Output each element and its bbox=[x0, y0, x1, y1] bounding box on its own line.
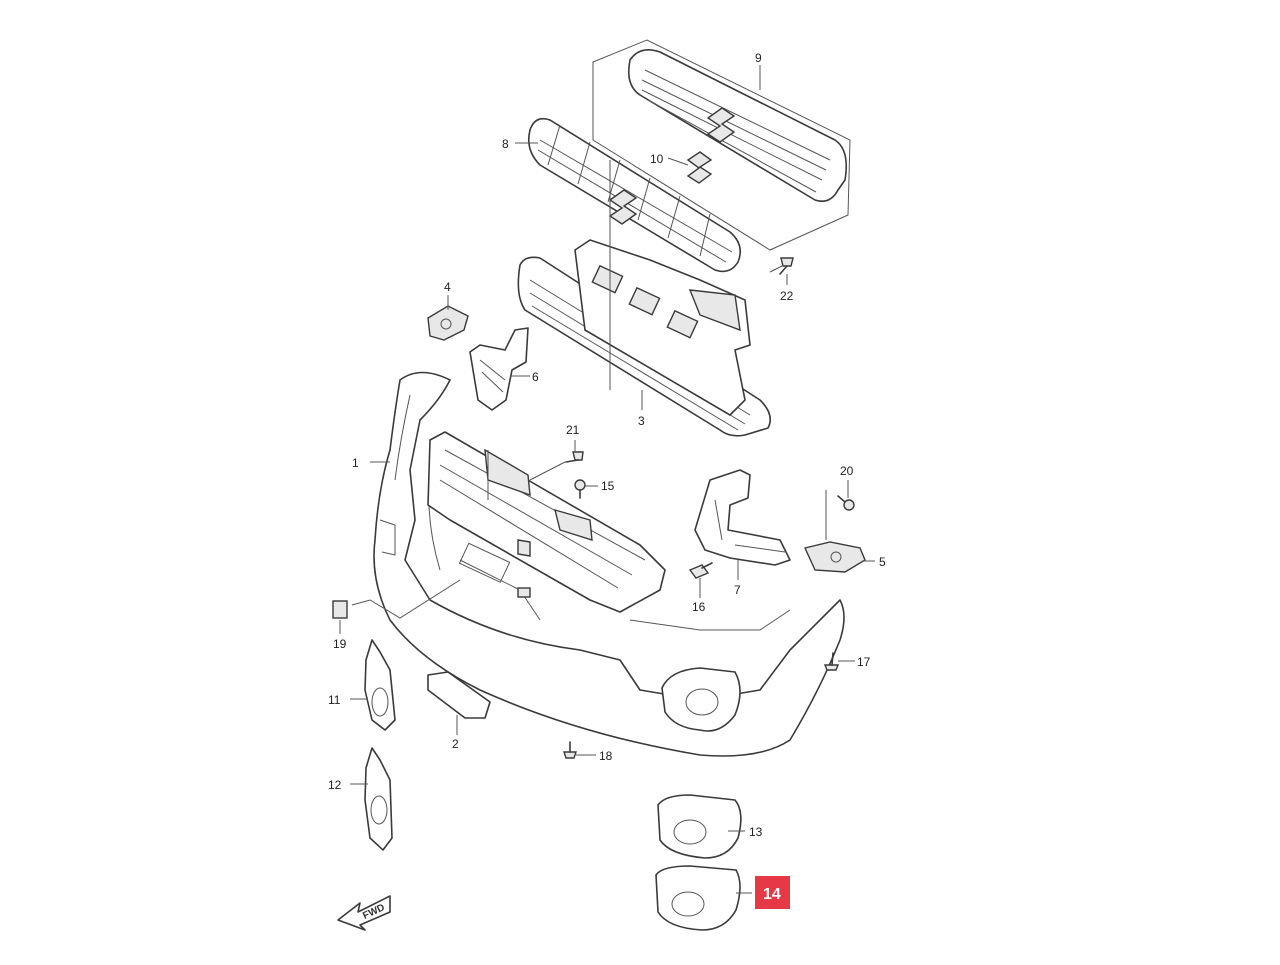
part-22-clip[interactable] bbox=[769, 257, 794, 275]
part-1-bumper-cover[interactable] bbox=[373, 371, 845, 757]
callout-7[interactable]: 7 bbox=[734, 583, 741, 597]
highlight-box bbox=[755, 876, 790, 909]
part-16-bolt[interactable] bbox=[688, 562, 713, 579]
callout-19[interactable]: 19 bbox=[333, 637, 347, 651]
callout-20[interactable]: 20 bbox=[840, 464, 854, 478]
callout-13[interactable]: 13 bbox=[749, 825, 763, 839]
part-20-screw[interactable] bbox=[825, 490, 855, 540]
callout-4[interactable]: 4 bbox=[444, 280, 451, 294]
part-10-emblem[interactable] bbox=[686, 151, 713, 184]
callout-10[interactable]: 10 bbox=[650, 152, 664, 166]
part-12-left-fog-cover-alt[interactable] bbox=[364, 747, 393, 851]
part-5-right-side-bracket[interactable] bbox=[804, 541, 866, 573]
callout-9[interactable]: 9 bbox=[755, 51, 762, 65]
part-9-upper-grille[interactable] bbox=[592, 39, 851, 251]
part-15-screw[interactable] bbox=[574, 479, 586, 499]
callout-12[interactable]: 12 bbox=[328, 778, 342, 792]
callout-21[interactable]: 21 bbox=[566, 423, 580, 437]
leader-lines bbox=[339, 65, 875, 894]
callout-18[interactable]: 18 bbox=[599, 749, 613, 763]
part-6-left-bracket[interactable] bbox=[469, 327, 529, 411]
callout-17[interactable]: 17 bbox=[857, 655, 871, 669]
callout-14[interactable]: 14 bbox=[763, 886, 781, 903]
part-19-clip[interactable] bbox=[332, 579, 461, 619]
part-8-grille-mesh[interactable] bbox=[527, 117, 741, 273]
callout-16[interactable]: 16 bbox=[692, 600, 706, 614]
callout-8[interactable]: 8 bbox=[502, 137, 509, 151]
part-13-right-fog-cover[interactable] bbox=[657, 794, 742, 859]
callout-2[interactable]: 2 bbox=[452, 737, 459, 751]
part-14-right-fog-cover-alt[interactable] bbox=[655, 865, 741, 931]
callout-11[interactable]: 11 bbox=[328, 693, 341, 707]
fwd-direction-arrow: FWD bbox=[337, 895, 391, 931]
callout-1[interactable]: 1 bbox=[352, 456, 359, 470]
callout-3[interactable]: 3 bbox=[638, 414, 645, 428]
callout-6[interactable]: 6 bbox=[532, 370, 539, 384]
part-17-screw[interactable] bbox=[823, 652, 840, 671]
part-21-clip[interactable] bbox=[529, 451, 584, 481]
part-7-right-bracket[interactable] bbox=[694, 469, 791, 566]
part-4-bracket[interactable] bbox=[427, 305, 469, 341]
callout-labels: 9 8 10 22 4 6 3 21 1 15 20 5 7 16 17 19 … bbox=[328, 51, 886, 839]
callout-5[interactable]: 5 bbox=[879, 555, 886, 569]
callout-14-highlight[interactable]: 14 bbox=[755, 876, 790, 909]
part-18-clip[interactable] bbox=[563, 741, 577, 759]
part-11-left-fog-cover[interactable] bbox=[364, 639, 396, 731]
callout-22[interactable]: 22 bbox=[780, 289, 794, 303]
callout-15[interactable]: 15 bbox=[601, 479, 615, 493]
part-2-reinforcement[interactable] bbox=[427, 671, 491, 719]
part-3-grille-support[interactable] bbox=[517, 239, 771, 437]
